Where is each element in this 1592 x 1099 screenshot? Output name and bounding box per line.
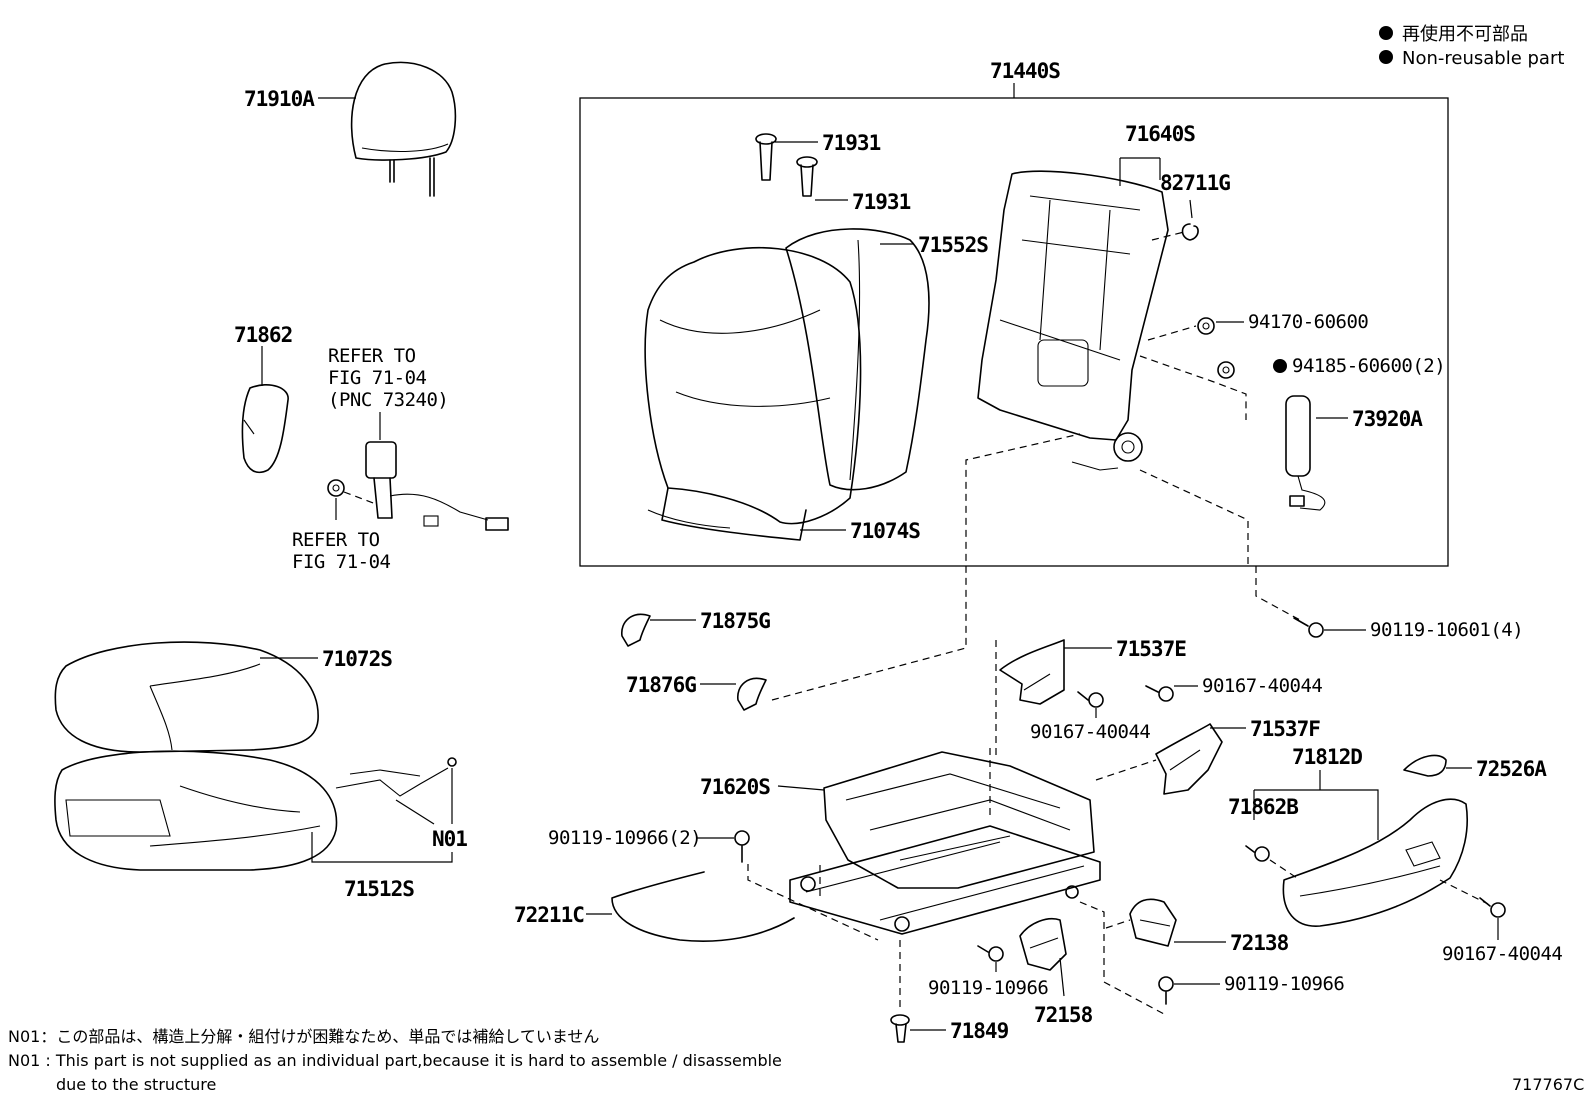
- nut-94170-drawing: [1197, 317, 1215, 335]
- cover-71876G-drawing: [737, 677, 767, 711]
- cover-72138-drawing: [1129, 898, 1177, 947]
- legend: 再使用不可部品 Non-reusable part: [1379, 24, 1564, 69]
- bolt-90119-10966-2-drawing: [734, 830, 750, 863]
- label-71862B: 71862B: [1228, 795, 1298, 819]
- note-n01-en-line-1: N01 : This part is not supplied as an in…: [8, 1051, 782, 1070]
- bolt-90119-10601-4-drawing: [1293, 617, 1324, 638]
- bolt-90167-c-drawing: [1479, 897, 1506, 918]
- label-90167-40044-a: 90167-40044: [1030, 721, 1150, 743]
- label-71931-lower: 71931: [852, 190, 911, 214]
- label-90119-10966-2: 90119-10966(2): [548, 827, 701, 849]
- label-71512S: 71512S: [344, 877, 414, 901]
- note-n01-en-line-2: due to the structure: [56, 1075, 216, 1094]
- label-71440S: 71440S: [990, 59, 1060, 83]
- non-reusable-dot-icon: [1379, 26, 1393, 40]
- label-71931-upper: 71931: [822, 131, 881, 155]
- label-71875G: 71875G: [700, 609, 770, 633]
- bolt-90167-a-drawing: [1077, 691, 1104, 708]
- nut-94185-drawing: [1217, 361, 1235, 379]
- seat-side-cover-drawing: [1282, 798, 1469, 927]
- side-airbag-drawing: [1285, 395, 1326, 511]
- label-71849: 71849: [950, 1019, 1009, 1043]
- seatback-frame-drawing: [977, 170, 1169, 471]
- label-71620S: 71620S: [700, 775, 770, 799]
- label-71910A: 71910A: [244, 87, 315, 111]
- bolt-90119-10966-a-drawing: [977, 945, 1004, 962]
- cover-71537F-drawing: [1155, 723, 1223, 795]
- non-reusable-dot-icon: [1273, 359, 1287, 373]
- cover-71875G-drawing: [621, 613, 651, 647]
- seat-cushion-drawing: [54, 641, 338, 871]
- label-71537E: 71537E: [1116, 637, 1186, 661]
- clip-71862B-drawing: [1245, 845, 1270, 862]
- knob-72526A-drawing: [1403, 754, 1447, 777]
- refer-2-line-1: REFER TO: [292, 529, 380, 551]
- label-90167-40044-b: 90167-40044: [1202, 675, 1322, 697]
- clip-71931-drawing: [755, 133, 818, 197]
- label-71876G: 71876G: [626, 673, 696, 697]
- wire-72211C-drawing: [611, 871, 795, 942]
- label-94170-60600: 94170-60600: [1248, 311, 1368, 333]
- label-82711G: 82711G: [1160, 171, 1230, 195]
- refer-1-line-3: (PNC 73240): [328, 389, 448, 411]
- label-72211C: 72211C: [514, 903, 584, 927]
- legend-jp: 再使用不可部品: [1402, 24, 1528, 45]
- cover-71862-drawing: [241, 384, 289, 474]
- label-90119-10966-b: 90119-10966: [1224, 973, 1344, 995]
- bolt-90119-10966-b-drawing: [1158, 976, 1174, 1005]
- label-72158: 72158: [1034, 1003, 1093, 1027]
- legend-en: Non-reusable part: [1402, 48, 1564, 69]
- ring-82711G-drawing: [1181, 223, 1199, 241]
- label-73920A: 73920A: [1352, 407, 1423, 431]
- non-reusable-dot-icon: [1379, 50, 1393, 64]
- refer-1-line-2: FIG 71-04: [328, 367, 427, 389]
- label-71072S: 71072S: [322, 647, 392, 671]
- cover-71537E-drawing: [999, 639, 1065, 705]
- label-71552S: 71552S: [918, 233, 988, 257]
- label-72526A: 72526A: [1476, 757, 1547, 781]
- cover-72158-drawing: [1019, 918, 1067, 971]
- label-72138: 72138: [1230, 931, 1289, 955]
- label-N01: N01: [432, 827, 467, 851]
- figure-code: 717767C: [1512, 1075, 1584, 1094]
- label-90167-40044-c: 90167-40044: [1442, 943, 1562, 965]
- label-94185-60600-2: 94185-60600(2): [1292, 355, 1445, 377]
- label-71074S: 71074S: [850, 519, 920, 543]
- bolt-90167-b-drawing: [1145, 685, 1174, 702]
- label-71812D: 71812D: [1292, 745, 1362, 769]
- note-n01-jp: N01：この部品は、構造上分解・組付けが困難なため、単品では補給していません: [8, 1027, 599, 1046]
- pin-71849-drawing: [890, 1014, 910, 1043]
- label-90119-10966-a: 90119-10966: [928, 977, 1048, 999]
- wire-N01-drawing: [335, 757, 457, 797]
- label-71862: 71862: [234, 323, 292, 347]
- seat-frame-drawing: [789, 751, 1101, 935]
- refer-2-line-2: FIG 71-04: [292, 551, 391, 573]
- seatbelt-buckle-drawing: [327, 441, 509, 531]
- headrest-drawing: [350, 61, 457, 197]
- label-71537F: 71537F: [1250, 717, 1320, 741]
- seatback-cover-drawing: [644, 228, 930, 541]
- label-71640S: 71640S: [1125, 122, 1195, 146]
- refer-1-line-1: REFER TO: [328, 345, 416, 367]
- label-90119-10601-4: 90119-10601(4): [1370, 619, 1523, 641]
